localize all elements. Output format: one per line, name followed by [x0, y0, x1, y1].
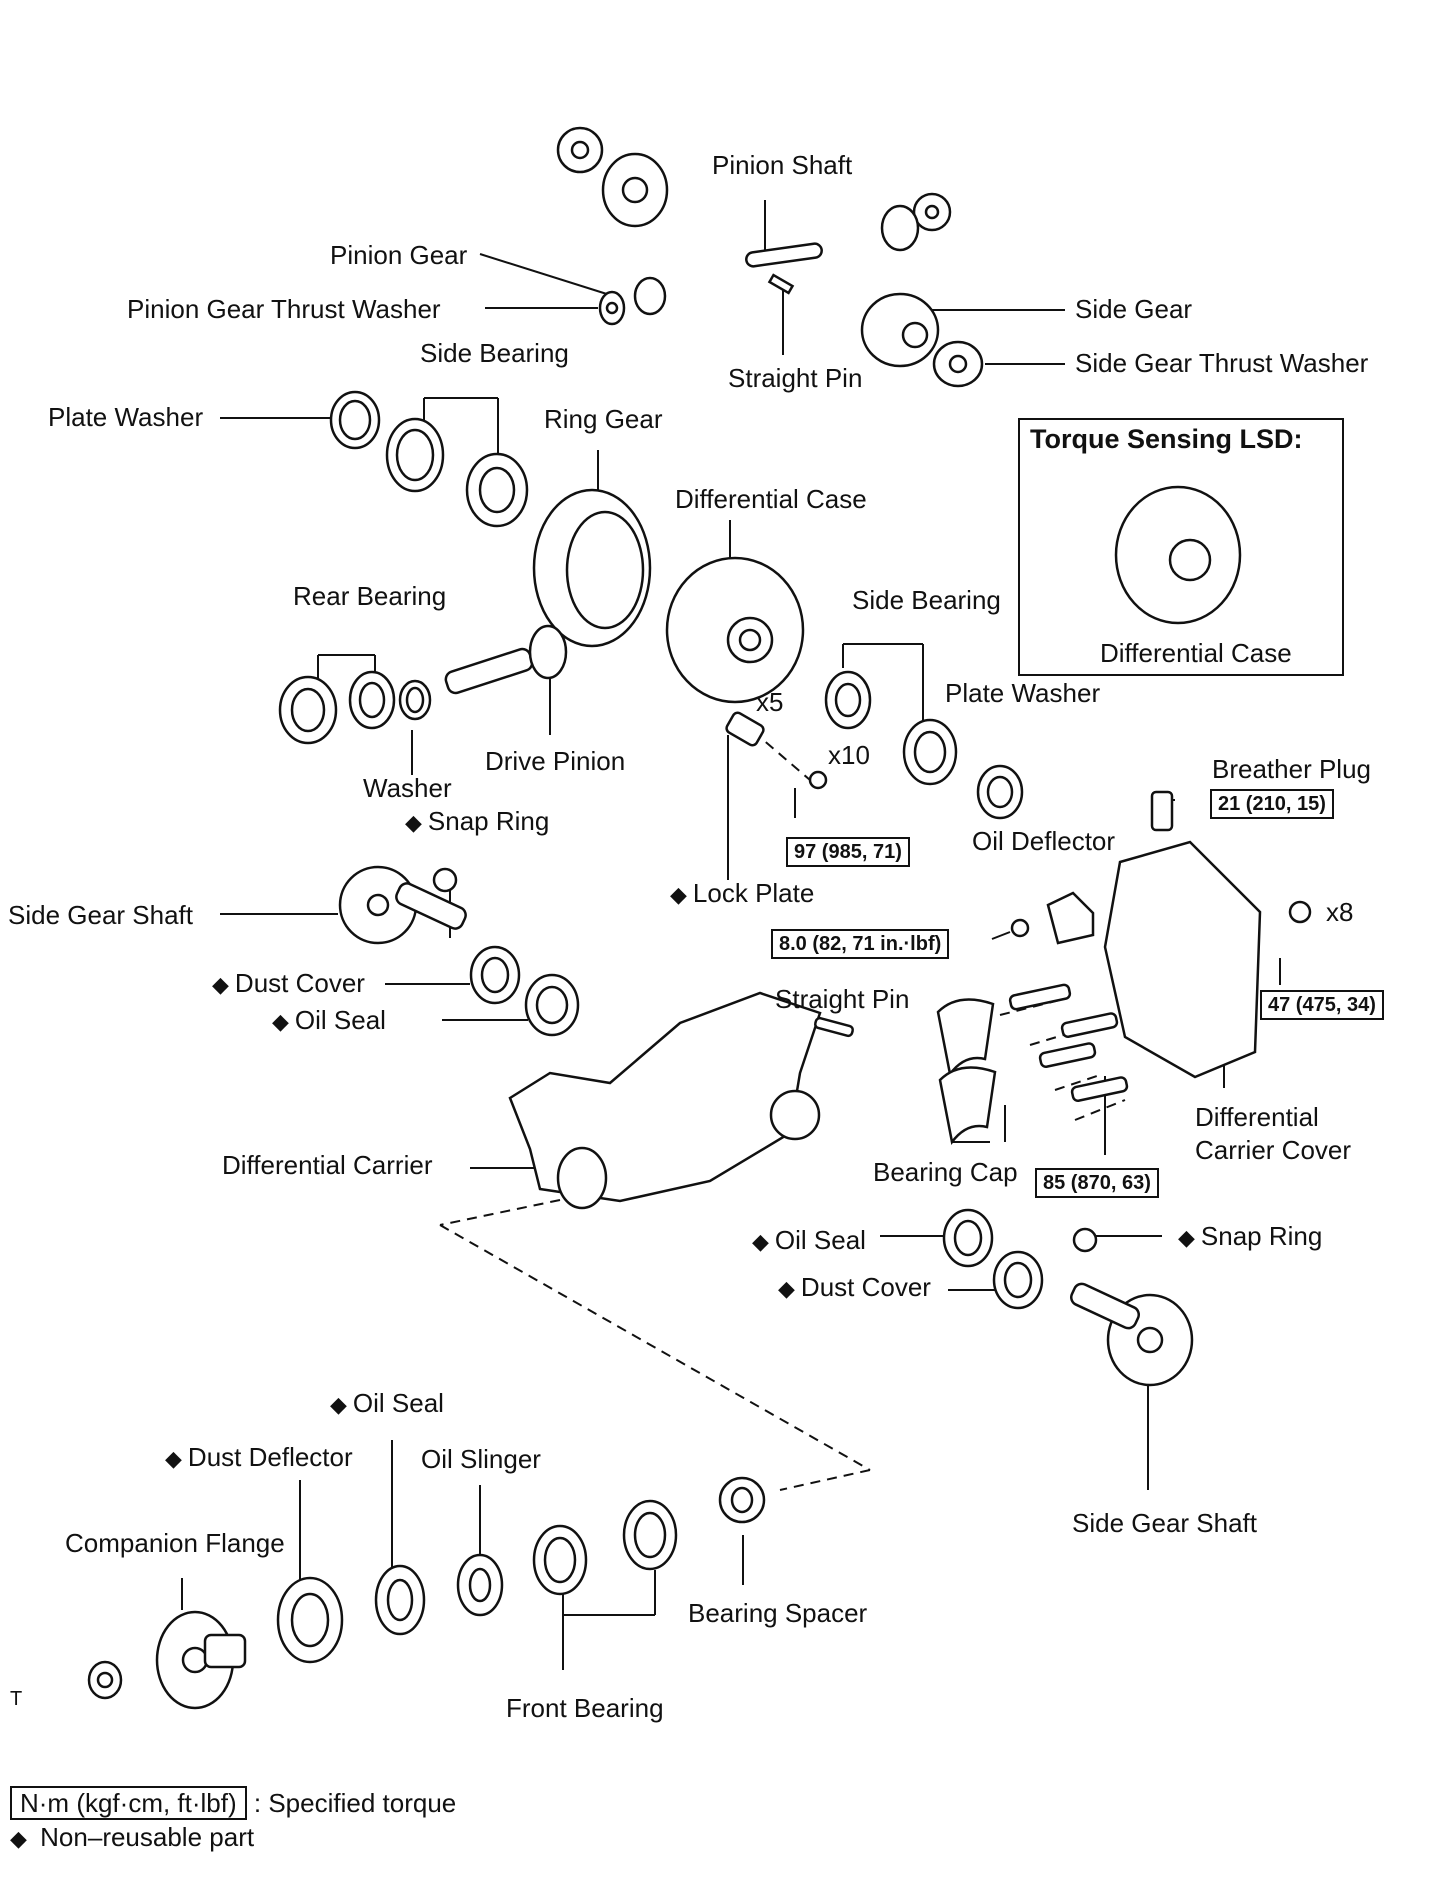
oil-seal-right-text: Oil Seal	[774, 1225, 866, 1255]
torque-lock-plate-bolt: 97 (985, 71)	[786, 837, 910, 867]
label-front-bearing: Front Bearing	[506, 1693, 664, 1723]
label-straight-pin-mid: Straight Pin	[775, 984, 910, 1014]
label-pinion-shaft: Pinion Shaft	[712, 150, 853, 180]
label-bearing-cap: Bearing Cap	[873, 1157, 1018, 1187]
label-pinion-gear: Pinion Gear	[330, 240, 468, 270]
label-straight-pin-top: Straight Pin	[728, 363, 863, 393]
label-plate-washer-left: Plate Washer	[48, 402, 204, 432]
label-side-gear-shaft-left: Side Gear Shaft	[8, 900, 193, 930]
label-oil-seal-right: ◆Oil Seal	[752, 1225, 866, 1257]
label-companion-flange: Companion Flange	[65, 1528, 285, 1558]
label-pinion-gear-thrust-washer: Pinion Gear Thrust Washer	[127, 294, 441, 324]
dust-cover-left-text: Dust Cover	[234, 968, 365, 998]
label-breather-plug: Breather Plug	[1212, 754, 1371, 784]
label-differential-carrier-cover-2: Carrier Cover	[1195, 1135, 1352, 1165]
label-x5: x5	[756, 687, 784, 717]
label-differential-carrier: Differential Carrier	[222, 1150, 433, 1180]
label-side-gear-thrust-washer: Side Gear Thrust Washer	[1075, 348, 1369, 378]
nonreusable-diamond-icon: ◆	[212, 972, 229, 997]
label-oil-deflector: Oil Deflector	[972, 826, 1116, 856]
label-washer: Washer	[363, 773, 452, 803]
nonreusable-diamond-icon: ◆	[272, 1009, 289, 1034]
nonreusable-diamond-icon: ◆	[10, 1826, 27, 1851]
legend-nonreusable-row: ◆ Non–reusable part	[10, 1820, 456, 1856]
legend-torque-row: N·m (kgf·cm, ft·lbf) : Specified torque	[10, 1786, 456, 1820]
label-side-bearing-right: Side Bearing	[852, 585, 1001, 615]
legend-torque-text: : Specified torque	[253, 1788, 457, 1818]
label-oil-seal-front: ◆Oil Seal	[330, 1388, 444, 1420]
torque-oil-deflector-bolt: 8.0 (82, 71 in.·lbf)	[771, 929, 950, 959]
torque-breather-plug: 21 (210, 15)	[1210, 789, 1334, 819]
snap-ring-right-text: Snap Ring	[1200, 1221, 1323, 1251]
nonreusable-diamond-icon: ◆	[778, 1276, 795, 1301]
label-x8: x8	[1326, 897, 1354, 927]
label-bearing-spacer: Bearing Spacer	[688, 1598, 868, 1628]
label-snap-ring-left: ◆Snap Ring	[405, 806, 549, 838]
label-dust-cover-left: ◆Dust Cover	[212, 968, 365, 1000]
legend: N·m (kgf·cm, ft·lbf) : Specified torque …	[10, 1786, 456, 1856]
label-plate-washer-right: Plate Washer	[945, 678, 1101, 708]
label-oil-slinger: Oil Slinger	[421, 1444, 541, 1474]
lock-plate-text: Lock Plate	[692, 878, 815, 908]
label-snap-ring-right: ◆Snap Ring	[1178, 1221, 1322, 1253]
corner-mark: T	[10, 1688, 23, 1710]
label-rear-bearing: Rear Bearing	[293, 581, 447, 611]
dust-cover-right-text: Dust Cover	[800, 1272, 931, 1302]
label-dust-deflector: ◆Dust Deflector	[165, 1442, 353, 1474]
legend-torque-unit: N·m (kgf·cm, ft·lbf)	[10, 1786, 247, 1820]
label-x10: x10	[828, 740, 870, 770]
torque-sensing-lsd-inset: Torque Sensing LSD: Differential Case	[1018, 418, 1344, 676]
label-differential-case: Differential Case	[675, 484, 867, 514]
dust-deflector-text: Dust Deflector	[187, 1442, 353, 1472]
legend-nonreusable-text: Non–reusable part	[40, 1822, 255, 1852]
nonreusable-diamond-icon: ◆	[330, 1392, 347, 1417]
nonreusable-diamond-icon: ◆	[405, 810, 422, 835]
inset-label-differential-case: Differential Case	[1100, 638, 1292, 668]
label-oil-seal-left: ◆Oil Seal	[272, 1005, 386, 1037]
inset-title: Torque Sensing LSD:	[1030, 424, 1303, 454]
label-side-gear: Side Gear	[1075, 294, 1193, 324]
label-dust-cover-right: ◆Dust Cover	[778, 1272, 931, 1304]
label-side-bearing-left: Side Bearing	[420, 338, 569, 368]
label-side-gear-shaft-right: Side Gear Shaft	[1072, 1508, 1257, 1538]
oil-seal-front-text: Oil Seal	[352, 1388, 444, 1418]
label-differential-carrier-cover-1: Differential	[1195, 1102, 1319, 1132]
nonreusable-diamond-icon: ◆	[165, 1446, 182, 1471]
torque-cover-bolt: 47 (475, 34)	[1260, 990, 1384, 1020]
label-drive-pinion: Drive Pinion	[485, 746, 626, 776]
label-ring-gear: Ring Gear	[544, 404, 663, 434]
oil-seal-left-text: Oil Seal	[294, 1005, 386, 1035]
nonreusable-diamond-icon: ◆	[670, 882, 687, 907]
snap-ring-left-text: Snap Ring	[427, 806, 550, 836]
nonreusable-diamond-icon: ◆	[752, 1229, 769, 1254]
label-lock-plate: ◆Lock Plate	[670, 878, 814, 910]
torque-bearing-cap-bolt: 85 (870, 63)	[1035, 1168, 1159, 1198]
nonreusable-diamond-icon: ◆	[1178, 1225, 1195, 1250]
